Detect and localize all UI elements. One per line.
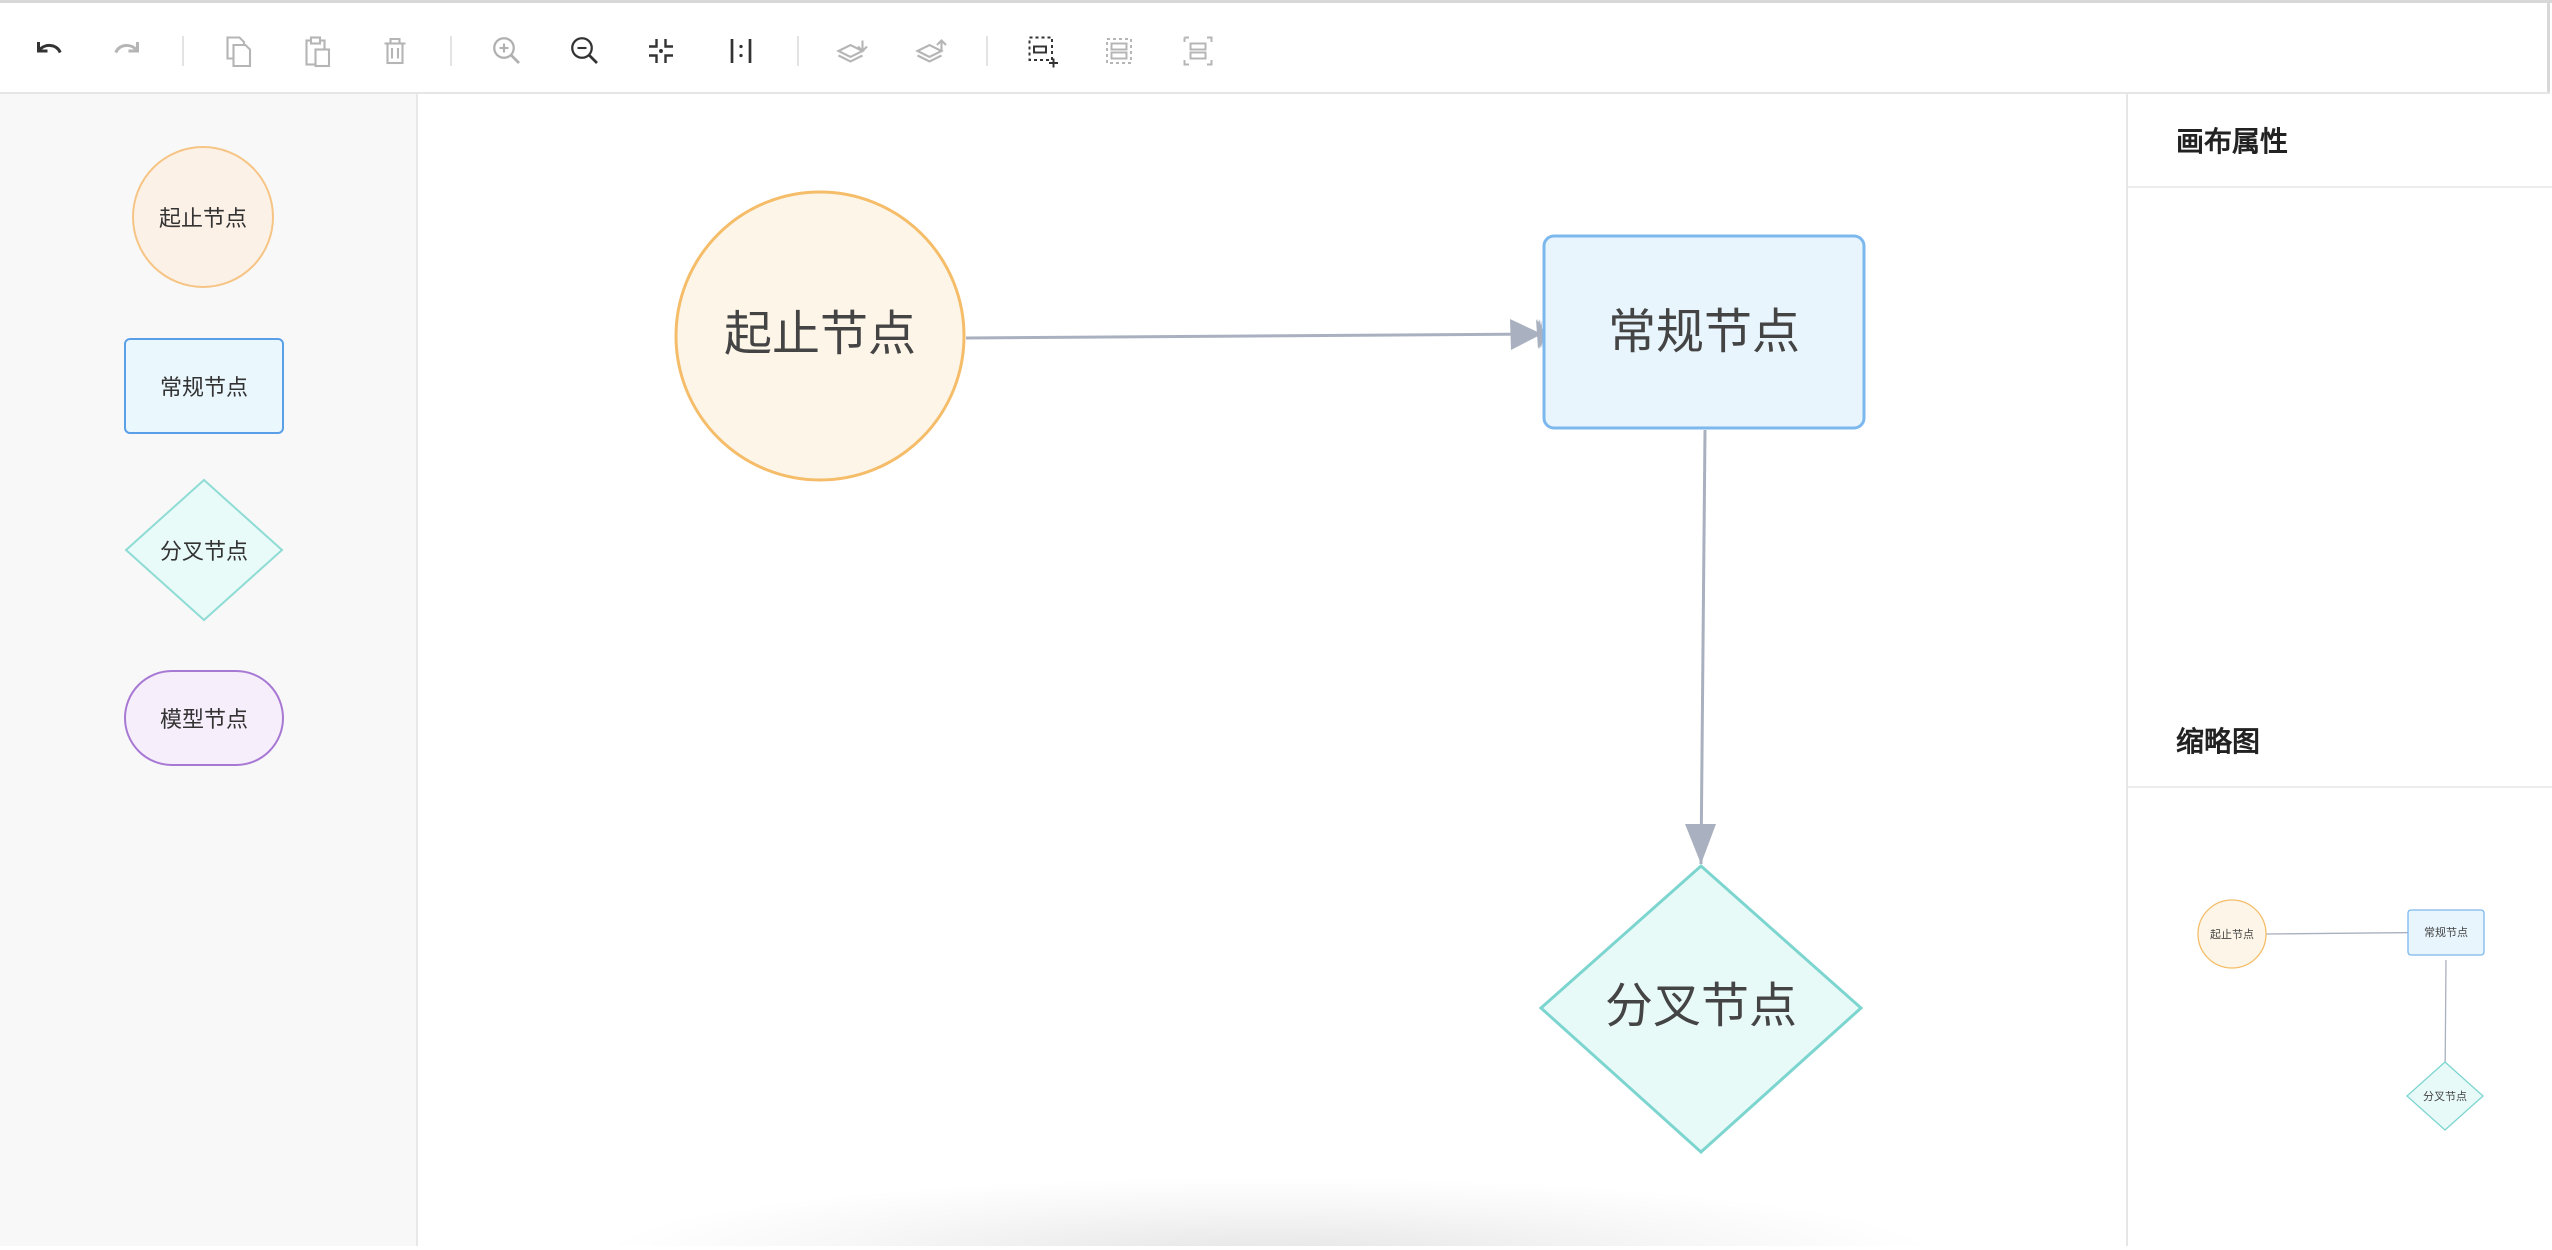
canvas-properties-title: 画布属性 bbox=[2176, 125, 2289, 158]
edge-start-to-normal[interactable] bbox=[965, 319, 1545, 349]
copy-icon bbox=[226, 36, 252, 68]
layer-down-icon bbox=[915, 39, 947, 63]
zoom-out-icon bbox=[571, 37, 598, 64]
window-right-edge bbox=[2547, 3, 2550, 92]
minimap-node-normal: 常规节点 bbox=[2407, 909, 2485, 956]
fit-view-button[interactable] bbox=[639, 29, 683, 73]
node-label: 常规节点 bbox=[1608, 304, 1800, 360]
window-top-edge bbox=[0, 0, 2552, 3]
minimap-svg: 起止节点 常规节点 分叉节点 bbox=[2197, 899, 2485, 1131]
trash-icon bbox=[384, 37, 406, 65]
paste-button[interactable] bbox=[295, 29, 339, 73]
node-start-end[interactable]: 起止节点 bbox=[674, 190, 966, 482]
divider bbox=[2128, 186, 2552, 188]
minimap-title: 缩略图 bbox=[2176, 725, 2261, 758]
undo-button[interactable] bbox=[27, 29, 71, 73]
edge-normal-to-branch[interactable] bbox=[1699, 429, 1707, 865]
edge-start-to-normal-arrowhead bbox=[1510, 319, 1542, 350]
ungroup-button[interactable] bbox=[1176, 29, 1220, 73]
toolbar-separator bbox=[986, 36, 988, 66]
send-to-back-button[interactable] bbox=[909, 29, 953, 73]
flow-canvas[interactable]: 起止节点 常规节点 分叉节点 bbox=[418, 94, 2126, 1246]
minimap-node-label: 常规节点 bbox=[2424, 925, 2468, 939]
node-label: 起止节点 bbox=[724, 306, 916, 362]
palette-item-label: 分叉节点 bbox=[159, 540, 248, 565]
marquee-select-icon bbox=[1028, 36, 1058, 68]
redo-icon bbox=[114, 42, 139, 54]
node-normal[interactable]: 常规节点 bbox=[1542, 234, 1866, 430]
palette-item-label: 常规节点 bbox=[159, 376, 248, 401]
toolbar bbox=[0, 3, 2550, 94]
canvas-bottom-shadow bbox=[588, 1176, 1948, 1246]
palette-item-label: 模型节点 bbox=[159, 708, 248, 733]
zoom-in-icon bbox=[493, 37, 520, 64]
node-palette: 起止节点 常规节点 分叉节点 模型节点 bbox=[0, 94, 418, 1246]
layer-up-icon bbox=[836, 40, 868, 63]
edge-normal-to-branch-arrowhead bbox=[1685, 824, 1716, 864]
minimap-node-start-end: 起止节点 bbox=[2197, 899, 2267, 969]
canvas-svg: 起止节点 常规节点 分叉节点 bbox=[674, 190, 1866, 1155]
node-branch[interactable]: 分叉节点 bbox=[1538, 863, 1864, 1155]
redo-button[interactable] bbox=[105, 29, 149, 73]
palette-normal-node[interactable]: 常规节点 bbox=[124, 338, 284, 434]
minimap-node-branch: 分叉节点 bbox=[2406, 1061, 2484, 1131]
palette-start-end-node[interactable]: 起止节点 bbox=[132, 146, 274, 288]
palette-item-label: 起止节点 bbox=[158, 207, 247, 232]
zoom-in-button[interactable] bbox=[485, 29, 529, 73]
right-panel: 画布属性 缩略图 起止节点 常规节点 分叉节点 bbox=[2126, 94, 2552, 1246]
toolbar-separator bbox=[182, 36, 184, 66]
toolbar-separator bbox=[797, 36, 799, 66]
actual-size-button[interactable] bbox=[719, 29, 763, 73]
fit-view-icon bbox=[649, 39, 673, 63]
multi-select-button[interactable] bbox=[1021, 29, 1065, 73]
minimap-node-label: 分叉节点 bbox=[2423, 1090, 2467, 1103]
copy-button[interactable] bbox=[216, 29, 260, 73]
node-label: 分叉节点 bbox=[1605, 978, 1797, 1034]
delete-button[interactable] bbox=[373, 29, 417, 73]
paste-icon bbox=[305, 36, 331, 68]
ungroup-icon bbox=[1183, 36, 1213, 66]
divider bbox=[2128, 786, 2552, 788]
actual-size-icon bbox=[730, 39, 752, 63]
zoom-out-button[interactable] bbox=[563, 29, 607, 73]
minimap-node-label: 起止节点 bbox=[2210, 928, 2254, 941]
toolbar-separator bbox=[450, 36, 452, 66]
palette-model-node[interactable]: 模型节点 bbox=[124, 670, 284, 766]
diamond-shape bbox=[124, 478, 284, 622]
undo-icon bbox=[37, 42, 62, 54]
palette-branch-node[interactable]: 分叉节点 bbox=[124, 478, 284, 622]
group-button[interactable] bbox=[1097, 29, 1141, 73]
bring-to-front-button[interactable] bbox=[830, 29, 874, 73]
minimap[interactable]: 起止节点 常规节点 分叉节点 bbox=[2128, 810, 2552, 1246]
group-icon bbox=[1106, 38, 1132, 64]
